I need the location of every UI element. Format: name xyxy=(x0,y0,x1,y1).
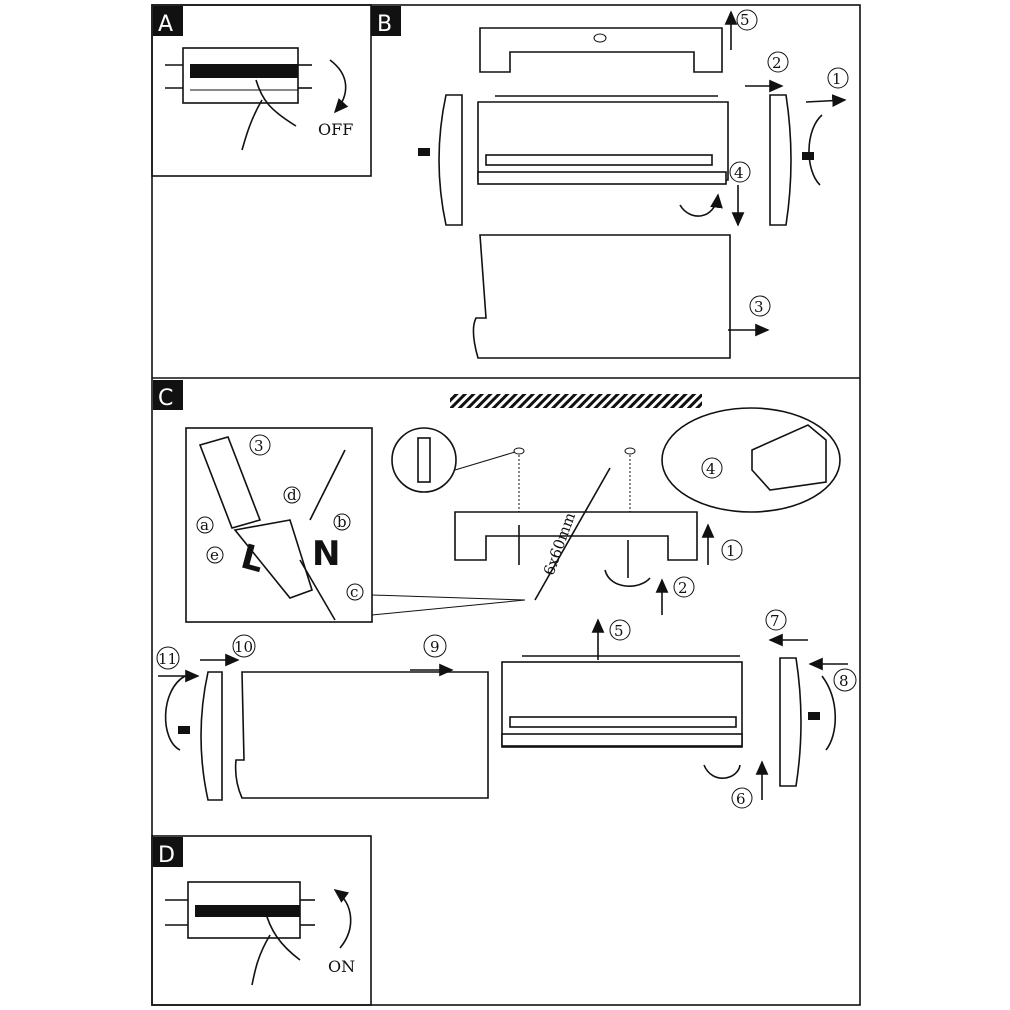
bracket-detail-inset xyxy=(661,407,841,513)
end-cap-left-c xyxy=(200,671,223,801)
step-7-label: 7 xyxy=(770,612,780,630)
wiring-inset: L N 3 a b c d e xyxy=(185,427,373,623)
diffuser-cover xyxy=(472,234,731,359)
on-text: ON xyxy=(328,957,355,976)
lamp-body-c xyxy=(501,655,743,748)
off-text: OFF xyxy=(318,120,353,139)
end-cap-left xyxy=(438,94,463,226)
letter-a: a xyxy=(200,516,209,534)
mounting-bracket xyxy=(479,27,723,73)
step-5-label-c: 5 xyxy=(614,622,624,640)
screwdriver-icon xyxy=(309,449,346,521)
step-6-label: 6 xyxy=(736,790,746,808)
panel-c: C L N 3 a b c d e 4 xyxy=(153,380,857,809)
arrow-up-icon xyxy=(333,889,352,949)
panel-b: B 5 2 1 4 3 xyxy=(371,6,849,359)
screw-icon xyxy=(802,152,814,160)
terminal-n: N xyxy=(312,534,340,574)
step-9-label: 9 xyxy=(430,638,440,656)
screwdriver-icon xyxy=(534,467,611,601)
step-5-label: 5 xyxy=(740,11,750,29)
inset-step-3: 3 xyxy=(254,437,264,455)
arrow-down-icon xyxy=(329,59,349,114)
step-8-label: 8 xyxy=(839,672,849,690)
diffuser-cover-c xyxy=(234,671,489,799)
panel-b-label: B xyxy=(377,12,392,37)
wall-ceiling xyxy=(450,394,702,408)
screw-icon xyxy=(418,148,430,156)
hand-icon xyxy=(241,79,297,151)
screw-icon xyxy=(808,712,820,720)
step-1-label-c: 1 xyxy=(726,542,736,560)
letter-c: c xyxy=(350,583,358,601)
step-3-label: 3 xyxy=(754,298,764,316)
wall-anchor-inset xyxy=(391,427,457,493)
mounting-bracket-c xyxy=(454,511,698,561)
letter-e: e xyxy=(210,546,219,564)
lamp-body xyxy=(477,95,729,185)
letter-b: b xyxy=(337,513,347,531)
panel-a-label: A xyxy=(158,12,173,37)
step-2-label: 2 xyxy=(772,54,782,72)
inset-step-4: 4 xyxy=(706,460,716,478)
letter-d: d xyxy=(287,486,297,504)
step-11-label: 11 xyxy=(158,650,177,668)
step-10-label: 10 xyxy=(234,638,253,656)
end-cap-right xyxy=(769,94,792,226)
terminal-l: L xyxy=(237,537,268,581)
screw-icon xyxy=(178,726,190,734)
panel-d-label: D xyxy=(158,843,175,868)
hand-icon xyxy=(251,909,301,986)
outer-frame xyxy=(151,4,861,1006)
panel-c-label: C xyxy=(158,386,173,411)
circuit-breaker-icon xyxy=(165,881,315,939)
panel-a: A OFF xyxy=(151,4,372,177)
panel-d: D ON xyxy=(151,835,372,1006)
end-cap-right-c xyxy=(779,657,802,787)
circuit-breaker-icon xyxy=(165,47,312,104)
step-4-label: 4 xyxy=(734,164,744,182)
step-1-label: 1 xyxy=(832,70,842,88)
step-2-label-c: 2 xyxy=(678,579,688,597)
